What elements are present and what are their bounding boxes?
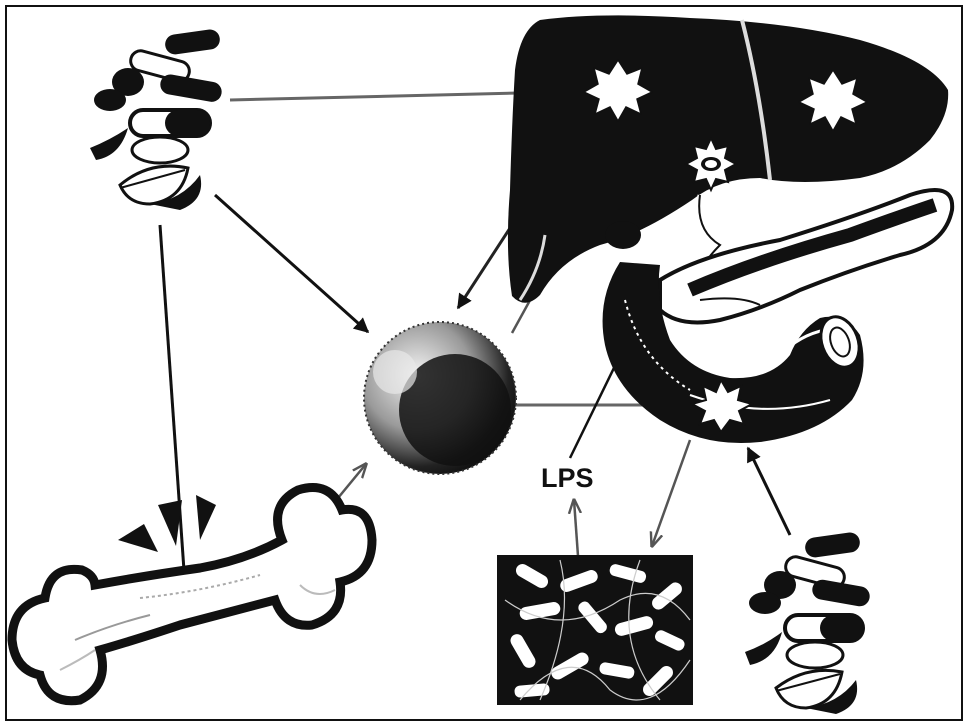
- gallbladder: [605, 221, 641, 249]
- bacteria-micrograph: [497, 555, 693, 705]
- lps-label: LPS: [541, 463, 594, 493]
- immune-cell-illustration: [364, 322, 516, 474]
